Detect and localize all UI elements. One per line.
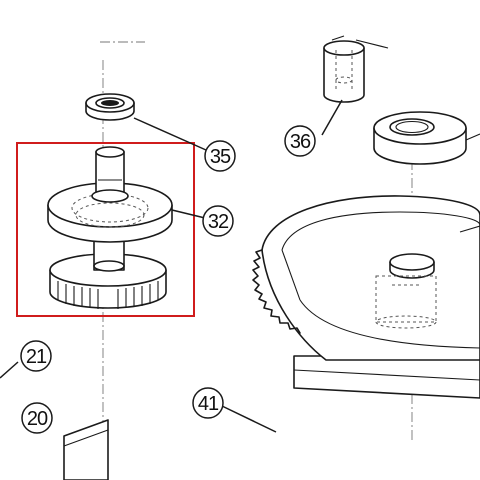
part-36-pin[interactable] <box>323 35 389 103</box>
callout-21-label: 21 <box>26 346 47 368</box>
callout-20-label: 20 <box>27 408 48 430</box>
callout-35[interactable]: 35 <box>204 140 236 172</box>
part-35-bearing[interactable] <box>85 93 135 121</box>
large-bearing[interactable] <box>373 111 480 165</box>
callout-21[interactable]: 21 <box>20 340 52 372</box>
part-20-plate[interactable] <box>63 419 109 480</box>
callout-36-label: 36 <box>290 131 311 153</box>
callout-36[interactable]: 36 <box>284 125 316 157</box>
callout-41-label: 41 <box>198 393 219 415</box>
part-41-large-gear[interactable] <box>252 195 480 399</box>
callout-32[interactable]: 32 <box>202 205 234 237</box>
highlight-box <box>16 142 195 317</box>
callout-32-label: 32 <box>208 211 229 233</box>
callout-35-label: 35 <box>210 146 231 168</box>
leader-lines <box>0 99 343 433</box>
callout-41[interactable]: 41 <box>192 387 224 419</box>
callout-20[interactable]: 20 <box>21 402 53 434</box>
part-32-gear-assembly[interactable] <box>47 146 173 309</box>
